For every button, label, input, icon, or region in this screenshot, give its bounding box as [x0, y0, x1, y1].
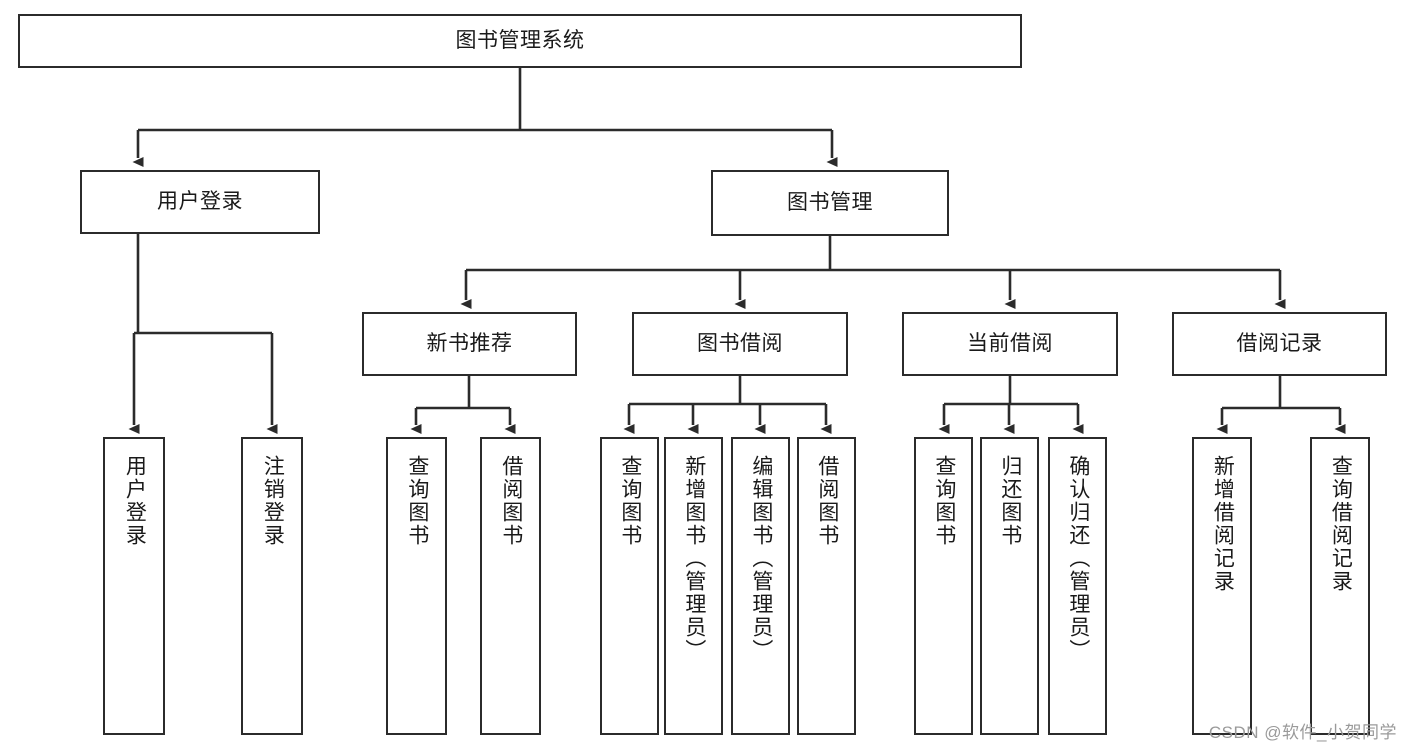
node-leaf-query-book-2[interactable]: 查询图书	[600, 437, 659, 735]
node-label: 查询图书	[618, 455, 642, 547]
node-leaf-borrow-book-1[interactable]: 借阅图书	[480, 437, 541, 735]
node-label: 图书管理	[787, 191, 873, 215]
node-root-system[interactable]: 图书管理系统	[18, 14, 1022, 68]
node-label: 查询图书	[405, 455, 429, 547]
node-leaf-user-logout[interactable]: 注销登录	[241, 437, 303, 735]
node-book-borrow[interactable]: 图书借阅	[632, 312, 848, 376]
node-leaf-confirm-return[interactable]: 确认归还（管理员）	[1048, 437, 1107, 735]
node-label: 用户登录	[157, 190, 243, 214]
node-label: 当前借阅	[967, 332, 1053, 356]
node-label: 用户登录	[123, 455, 147, 547]
node-borrow-record[interactable]: 借阅记录	[1172, 312, 1387, 376]
node-new-book-recommend[interactable]: 新书推荐	[362, 312, 577, 376]
node-leaf-return-book[interactable]: 归还图书	[980, 437, 1039, 735]
node-current-borrow[interactable]: 当前借阅	[902, 312, 1118, 376]
node-leaf-edit-book[interactable]: 编辑图书（管理员）	[731, 437, 790, 735]
node-label: 借阅记录	[1236, 332, 1323, 356]
node-leaf-query-book-1[interactable]: 查询图书	[386, 437, 447, 735]
csdn-watermark: CSDN @软件_小贺同学	[1208, 723, 1397, 742]
node-label: 注销登录	[261, 455, 285, 547]
node-label: 查询图书	[932, 455, 956, 547]
node-user-login[interactable]: 用户登录	[80, 170, 320, 234]
node-leaf-add-record[interactable]: 新增借阅记录	[1192, 437, 1252, 735]
node-label: 编辑图书（管理员）	[749, 455, 773, 662]
node-label: 借阅图书	[815, 455, 839, 547]
node-label: 查询借阅记录	[1329, 455, 1353, 593]
node-label: 归还图书	[998, 455, 1022, 547]
node-leaf-query-record[interactable]: 查询借阅记录	[1310, 437, 1370, 735]
node-leaf-borrow-book-2[interactable]: 借阅图书	[797, 437, 856, 735]
node-label: 借阅图书	[499, 455, 523, 547]
node-label: 图书管理系统	[455, 29, 585, 53]
node-label: 新增借阅记录	[1211, 455, 1235, 593]
node-label: 新书推荐	[426, 332, 513, 356]
node-label: 图书借阅	[697, 332, 783, 356]
node-label: 确认归还（管理员）	[1066, 455, 1090, 662]
node-book-manage[interactable]: 图书管理	[711, 170, 949, 236]
node-leaf-query-book-3[interactable]: 查询图书	[914, 437, 973, 735]
node-leaf-user-login[interactable]: 用户登录	[103, 437, 165, 735]
node-leaf-add-book[interactable]: 新增图书（管理员）	[664, 437, 723, 735]
node-label: 新增图书（管理员）	[682, 455, 706, 662]
